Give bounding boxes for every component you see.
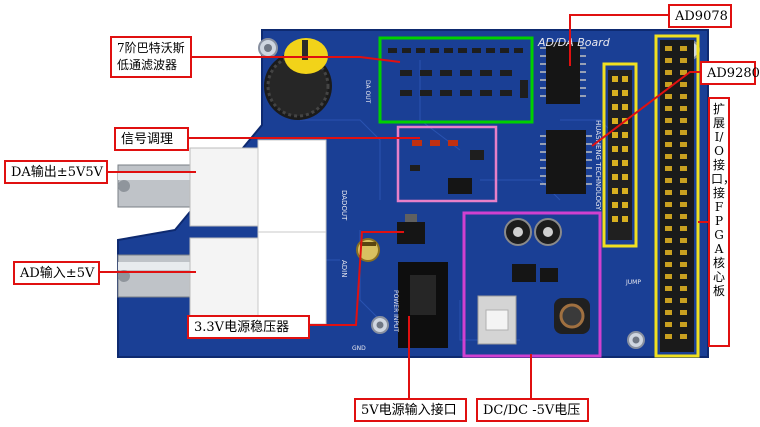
bnc-connector-da bbox=[117, 139, 327, 233]
capacitor-c19 bbox=[356, 238, 380, 262]
power-jack bbox=[398, 262, 448, 348]
filter-highlight-box bbox=[378, 36, 534, 124]
ad9280-label: AD9280 bbox=[700, 61, 760, 85]
silk-jump: JUMP bbox=[625, 279, 641, 286]
expansion-io-label: 扩展I/O接口，接FPGA核心板 bbox=[708, 97, 735, 347]
silk-board-title: AD/DA Board bbox=[537, 36, 611, 49]
ad9078-label: AD9078 bbox=[668, 4, 732, 28]
ad9280-highlight-box bbox=[602, 62, 638, 248]
silk-adin: ADIN bbox=[340, 260, 348, 277]
electrolytic-capacitors bbox=[504, 218, 562, 246]
butterworth-filter-label: 7阶巴特沃斯 低通滤波器 bbox=[110, 36, 192, 78]
expansion-header bbox=[660, 40, 694, 352]
power-inductor bbox=[554, 298, 590, 334]
expansion-highlight-box bbox=[654, 34, 700, 358]
single-row-header bbox=[608, 70, 632, 240]
silk-da-out: DA OUT bbox=[364, 80, 371, 104]
filter-components bbox=[388, 48, 528, 98]
dcdc-label: DC/DC -5V电压 bbox=[476, 398, 589, 422]
silk-vertical-text: HUASHENG TECHNOLOGY bbox=[594, 120, 602, 211]
ad9708-chip bbox=[540, 42, 586, 104]
bnc-connector-ad bbox=[117, 231, 327, 325]
da-output-label: DA输出±5V5V bbox=[4, 160, 108, 184]
signal-highlight-box bbox=[396, 125, 498, 203]
leader-lines bbox=[100, 14, 708, 398]
silk-dadout: DADOUT bbox=[340, 190, 348, 221]
signal-conditioning-components bbox=[410, 140, 484, 194]
power-input-label: 5V电源输入接口 bbox=[354, 398, 467, 422]
signal-conditioning-label: 信号调理 bbox=[114, 127, 189, 151]
ad-input-label: AD输入±5V bbox=[13, 261, 100, 285]
dcdc-ic bbox=[512, 264, 558, 282]
potentiometer-knob bbox=[264, 38, 332, 120]
ad9280-chip bbox=[540, 130, 592, 194]
regulator-label: 3.3V电源稳压器 bbox=[187, 315, 310, 339]
power-switch bbox=[477, 295, 517, 345]
voltage-regulator bbox=[397, 214, 425, 244]
silk-power-input: POWER INPUT bbox=[392, 290, 399, 332]
silk-gnd: GND bbox=[352, 345, 366, 352]
